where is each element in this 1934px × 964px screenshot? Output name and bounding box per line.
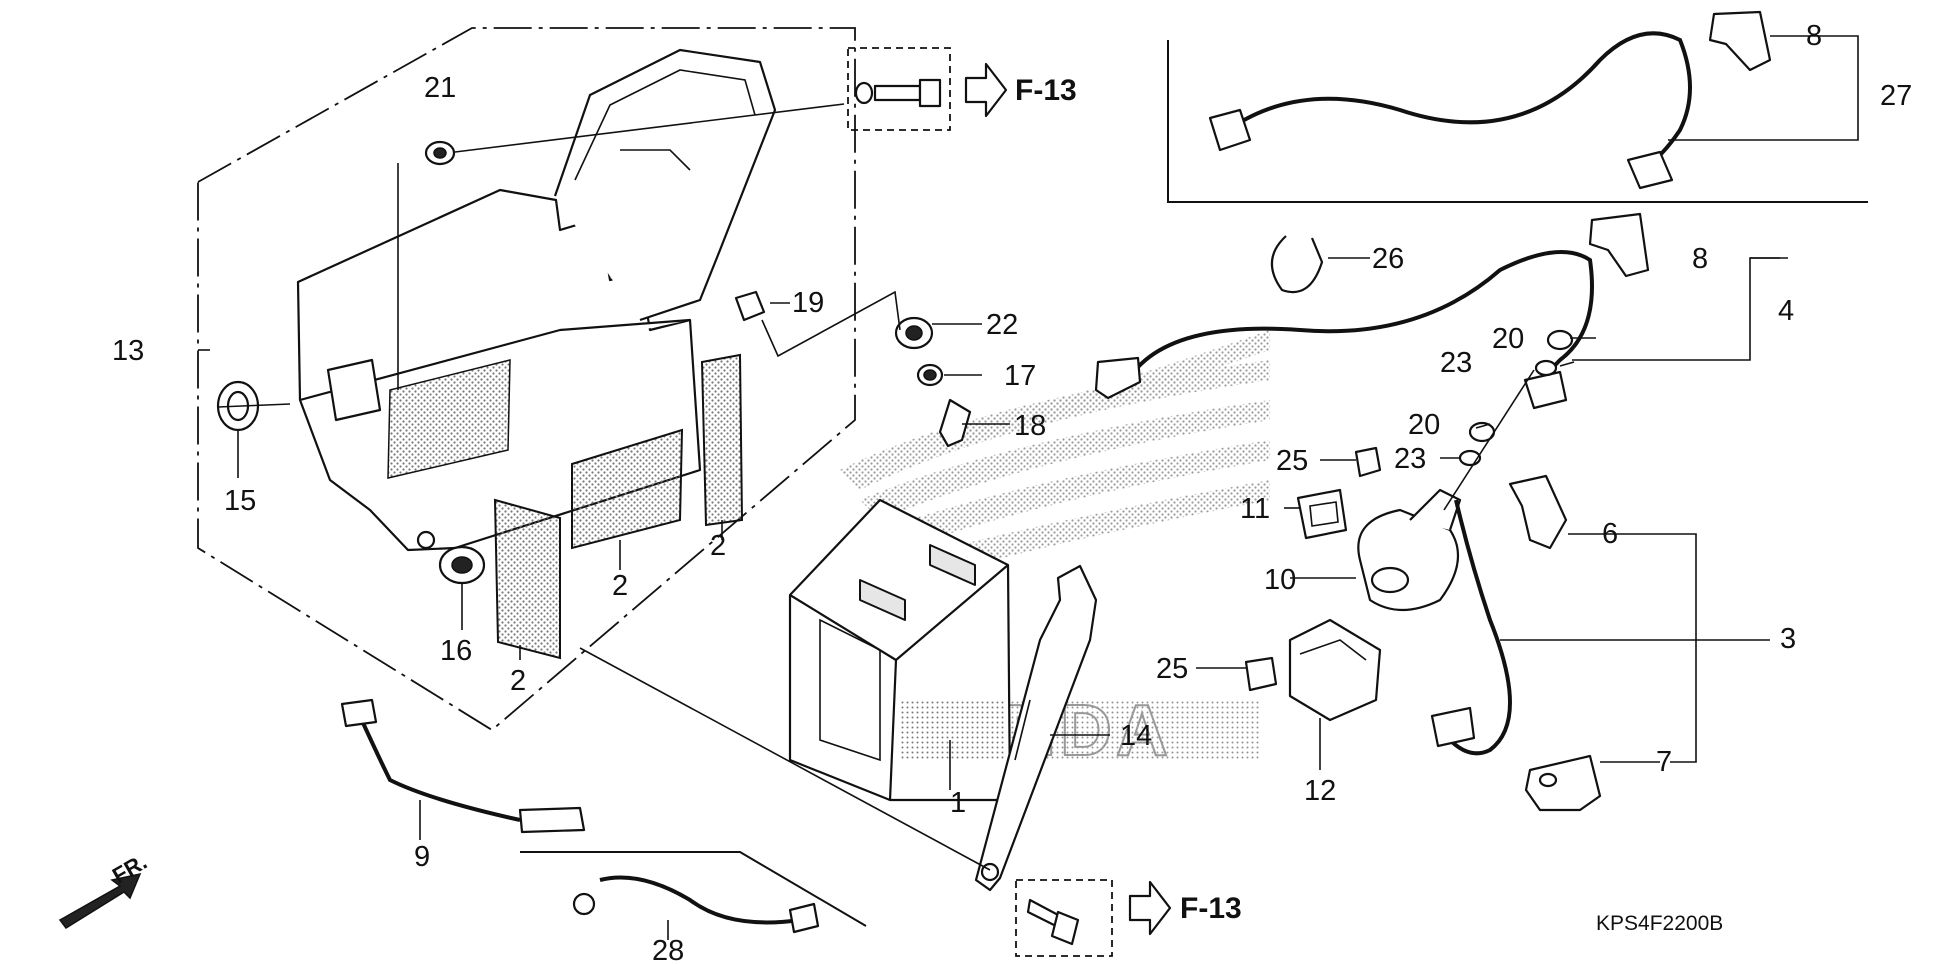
- callout-19: 19: [792, 287, 824, 319]
- terminal-cap-6: [1508, 474, 1568, 550]
- cable-9: [340, 698, 586, 834]
- foam-pad-3: [493, 498, 561, 660]
- relay-cover-12: [1288, 618, 1382, 722]
- callout-6: 6: [1602, 518, 1618, 550]
- fuse-holder-11: [1296, 488, 1348, 540]
- callout-22: 22: [986, 309, 1018, 341]
- battery-box: [296, 48, 777, 552]
- front-direction-arrow: FR.: [58, 849, 151, 929]
- terminal-cap-8-mid: [1588, 212, 1650, 278]
- group-27-frame: [1167, 40, 1868, 203]
- nut-21: [424, 140, 456, 166]
- callout-12: 12: [1304, 775, 1336, 807]
- terminal-cap-8-top: [1708, 10, 1772, 72]
- callout-2-d: 2: [510, 665, 526, 697]
- callout-7: 7: [1656, 746, 1672, 778]
- callout-28: 28: [652, 935, 684, 964]
- battery-band-14: [974, 564, 1098, 892]
- cable-4: [1094, 250, 1594, 410]
- collar-17: [916, 363, 944, 387]
- fuse-25-upper: [1354, 446, 1382, 478]
- cable-28: [520, 851, 867, 934]
- ref-label-bottom: F-13: [1180, 892, 1242, 925]
- callout-10: 10: [1264, 564, 1296, 596]
- callout-3: 3: [1780, 623, 1796, 655]
- callout-11: 11: [1240, 493, 1270, 525]
- cable-27: [1208, 31, 1692, 190]
- bolt-washer-top: [847, 47, 951, 131]
- fuse-25-lower: [1244, 656, 1278, 692]
- foam-pad-1: [571, 428, 684, 550]
- callout-8-mid: 8: [1692, 243, 1708, 275]
- nut-20-upper: [1546, 329, 1574, 351]
- ref-label-top: F-13: [1015, 74, 1077, 107]
- callout-8-top: 8: [1806, 20, 1822, 52]
- callout-20-lower: 20: [1408, 409, 1440, 441]
- callout-2-c: 2: [612, 570, 628, 602]
- callout-16: 16: [440, 635, 472, 667]
- clip-19: [734, 290, 766, 322]
- callout-9: 9: [414, 841, 430, 873]
- callout-25-lower: 25: [1156, 653, 1188, 685]
- cable-3: [1430, 499, 1512, 756]
- battery-box-section-outline: [197, 27, 856, 732]
- foam-pad-2: [700, 353, 744, 527]
- ref-arrow-bottom: F-13: [1128, 880, 1242, 936]
- battery: [788, 498, 1012, 802]
- grommet-22: [894, 316, 934, 350]
- callout-25-upper: 25: [1276, 445, 1308, 477]
- callout-18: 18: [1014, 410, 1046, 442]
- starter-relay-10: [1357, 488, 1462, 611]
- bolt-bottom: [1015, 879, 1113, 957]
- terminal-cap-7: [1524, 754, 1602, 812]
- callout-21: 21: [424, 72, 456, 104]
- callout-1: 1: [950, 787, 966, 819]
- callout-2-a: 2: [710, 530, 726, 562]
- callout-14: 14: [1120, 720, 1152, 752]
- callout-15: 15: [224, 485, 256, 517]
- ref-arrow-top: F-13: [964, 62, 1077, 118]
- grommet-16: [438, 545, 486, 585]
- callout-26: 26: [1372, 243, 1404, 275]
- leader-lines: [198, 35, 1859, 940]
- callout-23-upper: 23: [1440, 347, 1472, 379]
- washer-23-upper: [1534, 359, 1558, 377]
- callout-13: 13: [112, 335, 144, 367]
- bolt-18: [938, 398, 972, 448]
- callout-27: 27: [1880, 80, 1912, 112]
- callout-numbers: 1 2 2 2 2 3 4 6 7 8 8 9 10 11 12 13 14 1…: [112, 20, 1912, 964]
- callout-23-lower: 23: [1394, 443, 1426, 475]
- callout-4: 4: [1778, 295, 1794, 327]
- callout-20-upper: 20: [1492, 323, 1524, 355]
- callout-17: 17: [1004, 360, 1036, 392]
- clamp-26: [1270, 235, 1324, 294]
- diagram-code: KPS4F2200B: [1596, 912, 1723, 935]
